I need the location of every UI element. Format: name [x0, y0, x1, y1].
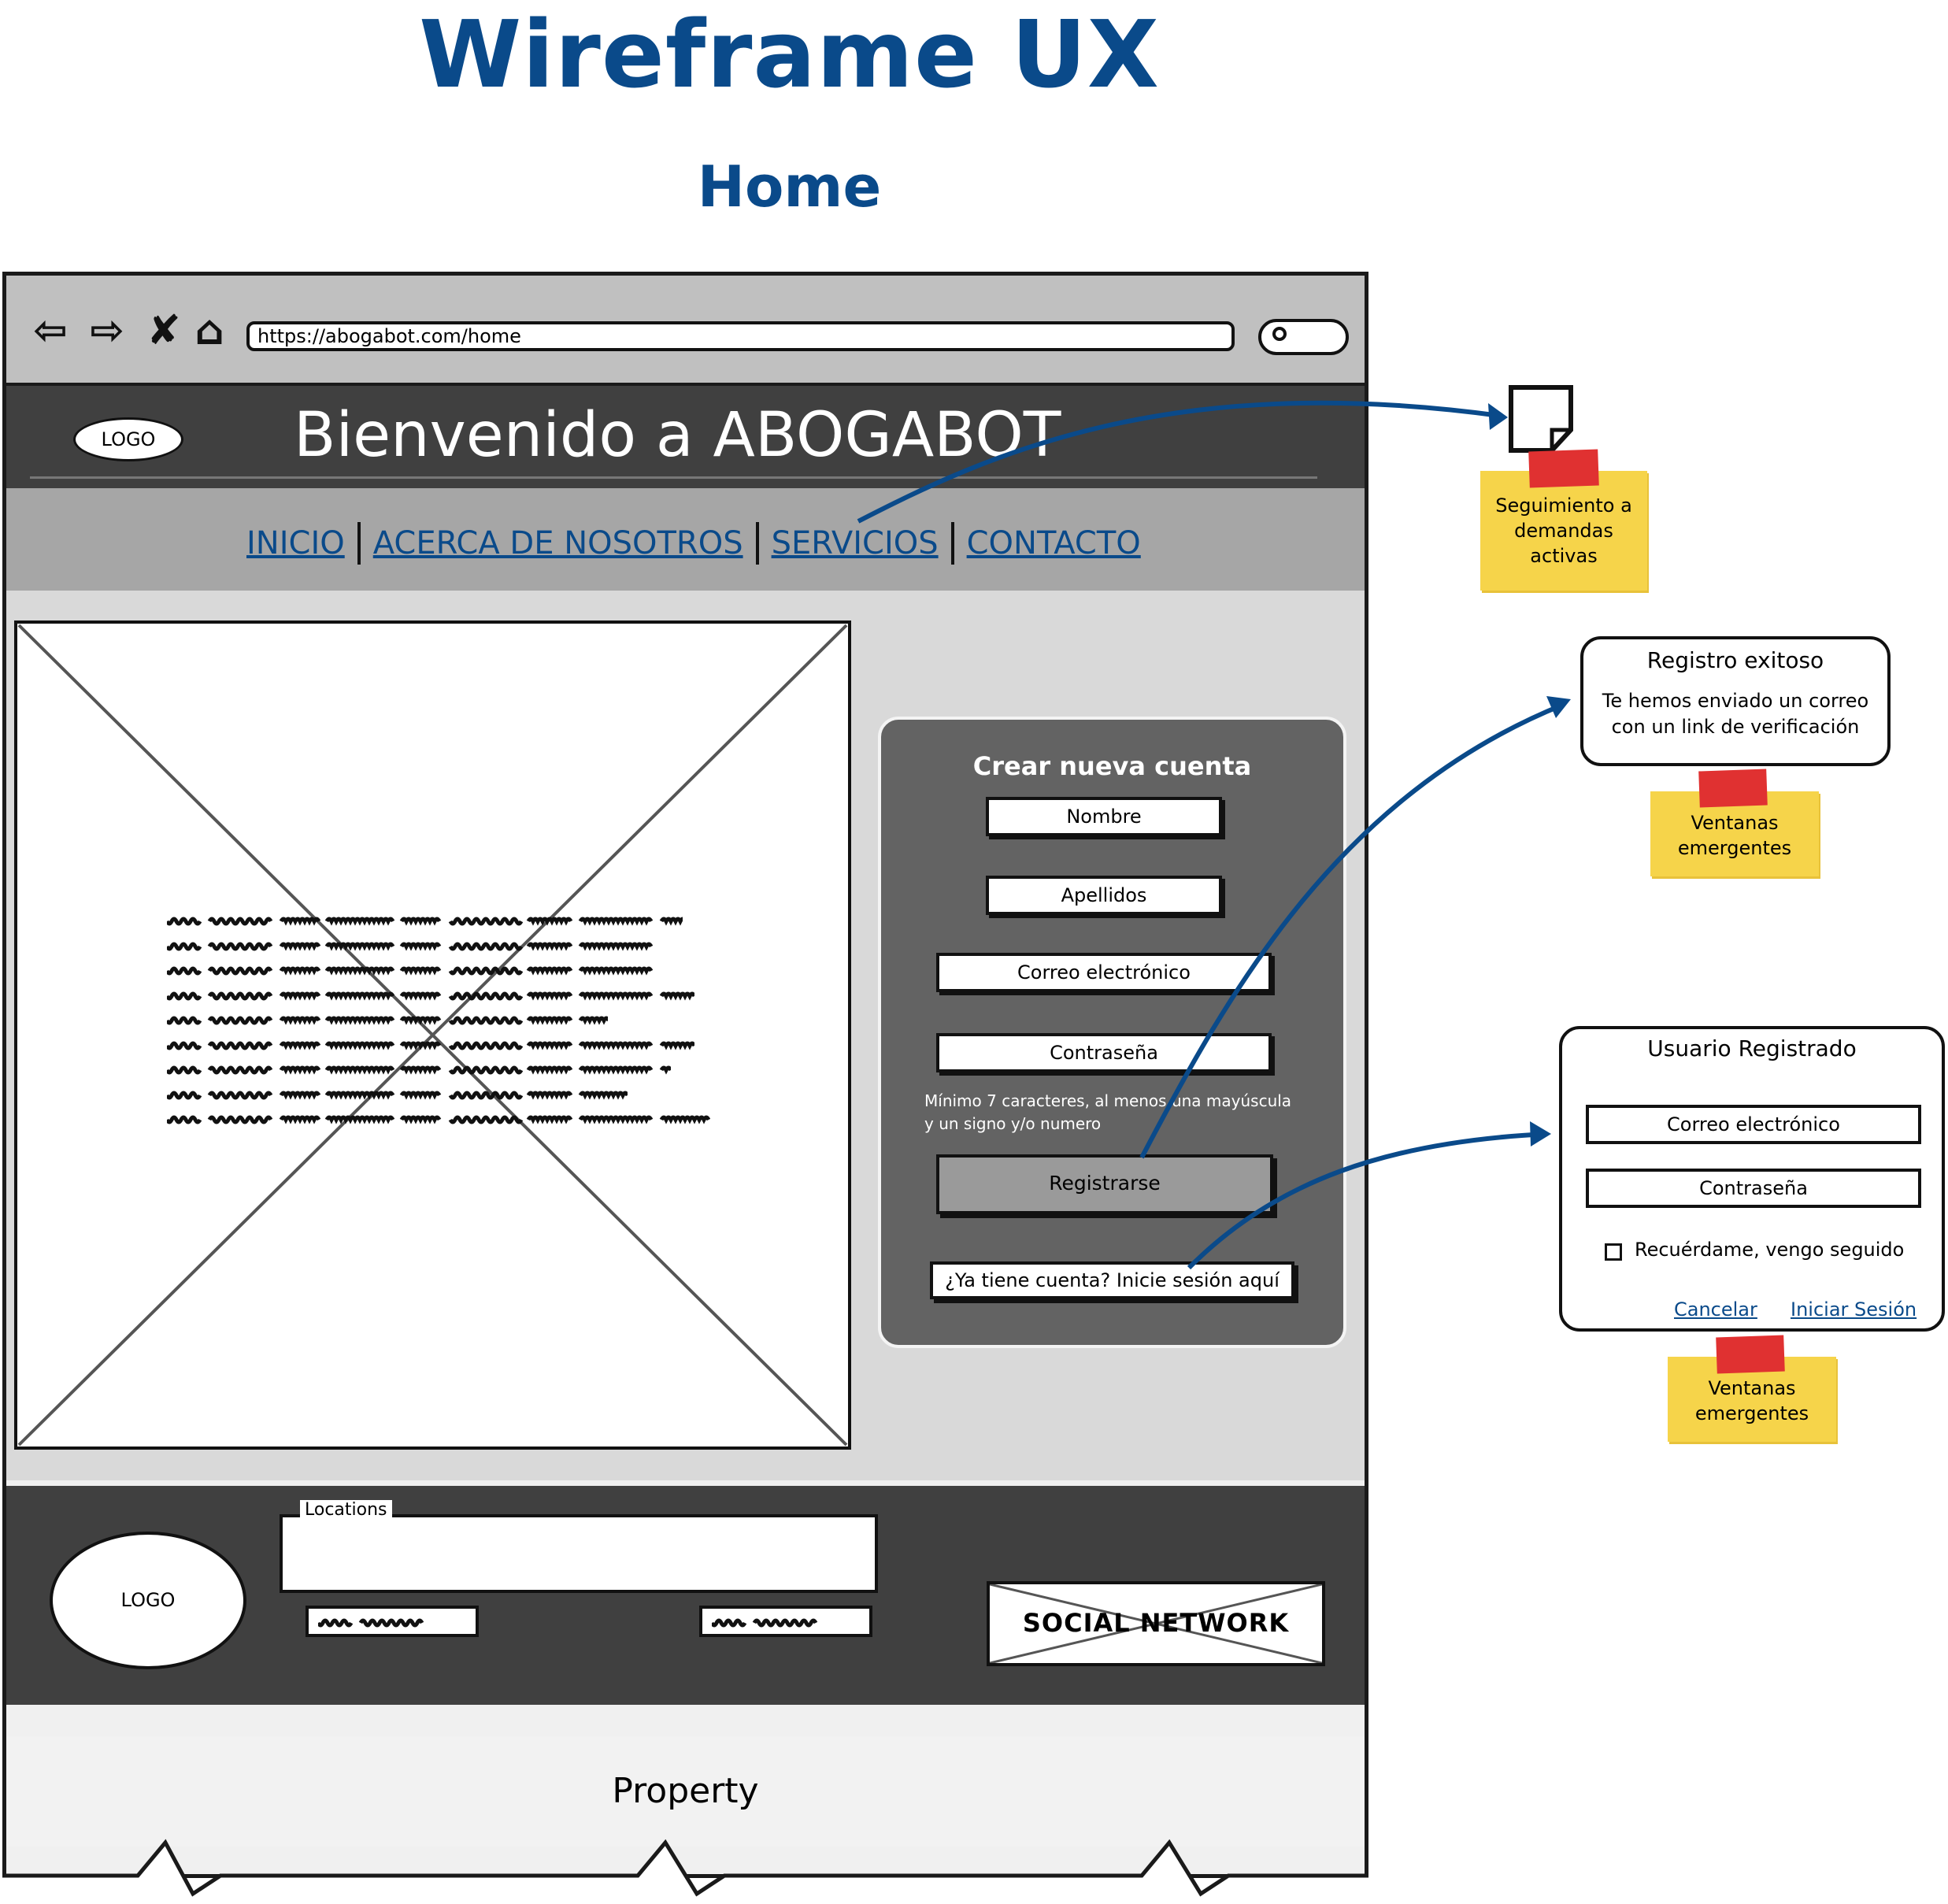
social-cross: [990, 1584, 1322, 1663]
scribble-line: [165, 990, 697, 1001]
footer-logo[interactable]: LOGO: [50, 1532, 246, 1669]
scribble-line: [165, 915, 687, 926]
popup-usuario-registrado: Usuario Registrado Correo electrónico Co…: [1559, 1026, 1945, 1332]
torn-edge: [2, 1839, 1368, 1904]
nombre-field[interactable]: Nombre: [986, 797, 1222, 836]
password-hint-line2: y un signo y/o numero: [924, 1114, 1102, 1133]
password-field[interactable]: Contraseña: [936, 1033, 1272, 1072]
sticky-note-line1: Ventanas: [1708, 1377, 1796, 1399]
remember-label: Recuérdame, vengo seguido: [1635, 1239, 1905, 1261]
scribble-line: [165, 1039, 697, 1050]
sticky-note-line1: Seguimiento a: [1495, 495, 1632, 517]
note-icon: [1509, 385, 1573, 453]
sticky-note-line2: emergentes: [1694, 1402, 1809, 1424]
welcome-heading: Bienvenido a ABOGABOT: [294, 400, 1061, 471]
search-icon: [1272, 327, 1287, 341]
cancel-link[interactable]: Cancelar: [1674, 1298, 1757, 1321]
popup-success-title: Registro exitoso: [1646, 647, 1824, 673]
footer-link[interactable]: [699, 1606, 872, 1637]
scribble-line: [709, 1617, 822, 1628]
back-arrow-icon[interactable]: ⇦: [33, 307, 68, 354]
sticky-note-line3: activas: [1530, 545, 1598, 567]
scribble-line: [165, 1089, 630, 1100]
sticky-note-popups-2: Ventanas emergentes: [1668, 1357, 1836, 1442]
nav-separator: [357, 522, 361, 565]
nav-link-acerca[interactable]: ACERCA DE NOSOTROS: [372, 525, 743, 561]
close-icon[interactable]: ✘: [146, 307, 181, 354]
header-logo[interactable]: LOGO: [73, 417, 183, 461]
url-bar[interactable]: https://abogabot.com/home: [246, 321, 1235, 351]
login-link-button[interactable]: ¿Ya tiene cuenta? Inicie sesión aquí: [930, 1261, 1294, 1299]
sticky-note-line1: Ventanas: [1691, 812, 1779, 834]
nav-link-inicio[interactable]: INICIO: [246, 525, 345, 561]
email-field[interactable]: Correo electrónico: [936, 953, 1272, 992]
site-header: LOGO Bienvenido a ABOGABOT: [6, 386, 1365, 488]
signup-form: Crear nueva cuenta Nombre Apellidos Corr…: [878, 717, 1346, 1348]
popup-success-text: Te hemos enviado un correo con un link d…: [1583, 688, 1887, 740]
popup-login-title: Usuario Registrado: [1647, 1035, 1857, 1061]
sticky-note-line2: demandas: [1514, 520, 1613, 542]
property-bar: Property: [6, 1736, 1365, 1847]
site-footer: LOGO Locations SOCIAL NETWORK: [6, 1486, 1365, 1705]
social-network-label: SOCIAL NETWORK: [1022, 1608, 1290, 1638]
scribble-line: [316, 1617, 428, 1628]
scribble-line: [165, 1064, 673, 1075]
browser-window: ⇦ ⇨ ✘ ⌂ https://abogabot.com/home LOGO B…: [2, 272, 1368, 1878]
sticky-tape: [1716, 1335, 1785, 1374]
remember-checkbox[interactable]: [1605, 1243, 1622, 1261]
nav-link-contacto[interactable]: CONTACTO: [966, 525, 1141, 561]
scribble-line: [165, 965, 663, 976]
scribble-line: [165, 1014, 611, 1025]
text-placeholder: [165, 915, 718, 1139]
nav-links: INICIO ACERCA DE NOSOTROS SERVICIOS CONT…: [246, 520, 1141, 567]
sticky-tape: [1528, 449, 1599, 488]
scribble-line: [165, 1113, 711, 1124]
page-title: Wireframe UX: [419, 0, 1160, 109]
password-hint-line1: Mínimo 7 caracteres, al menos una mayúsc…: [924, 1091, 1292, 1110]
search-box[interactable]: [1258, 319, 1349, 355]
sticky-tape: [1698, 769, 1768, 808]
browser-toolbar: ⇦ ⇨ ✘ ⌂ https://abogabot.com/home: [6, 276, 1365, 386]
popup-success-line1: Te hemos enviado un correo: [1602, 690, 1869, 712]
locations-box: Locations: [280, 1500, 878, 1593]
sticky-note-services: Seguimiento a demandas activas: [1480, 471, 1647, 591]
sticky-note-line2: emergentes: [1677, 837, 1792, 859]
login-email-field[interactable]: Correo electrónico: [1586, 1105, 1921, 1144]
placeholder-cross: [17, 624, 848, 1447]
image-placeholder: [14, 620, 851, 1450]
social-network-box[interactable]: SOCIAL NETWORK: [987, 1581, 1325, 1666]
nav-separator: [755, 522, 759, 565]
login-password-field[interactable]: Contraseña: [1586, 1169, 1921, 1208]
site-nav: INICIO ACERCA DE NOSOTROS SERVICIOS CONT…: [6, 488, 1365, 591]
signup-title: Crear nueva cuenta: [972, 751, 1252, 781]
locations-label: Locations: [300, 1500, 392, 1520]
footer-link[interactable]: [306, 1606, 479, 1637]
forward-arrow-icon[interactable]: ⇨: [90, 307, 124, 354]
home-icon[interactable]: ⌂: [194, 307, 224, 354]
nav-link-servicios[interactable]: SERVICIOS: [771, 525, 939, 561]
password-hint: Mínimo 7 caracteres, al menos una mayúsc…: [924, 1090, 1318, 1135]
page-subtitle: Home: [697, 154, 882, 220]
popup-success-line2: con un link de verificación: [1611, 716, 1860, 738]
apellidos-field[interactable]: Apellidos: [986, 876, 1222, 915]
popup-registro-exitoso: Registro exitoso Te hemos enviado un cor…: [1580, 636, 1891, 766]
main-content: Crear nueva cuenta Nombre Apellidos Corr…: [6, 591, 1365, 1480]
header-divider: [30, 476, 1317, 479]
scribble-line: [165, 940, 663, 951]
login-link[interactable]: Iniciar Sesión: [1791, 1298, 1917, 1321]
register-button[interactable]: Registrarse: [936, 1154, 1273, 1214]
nav-separator: [950, 522, 954, 565]
